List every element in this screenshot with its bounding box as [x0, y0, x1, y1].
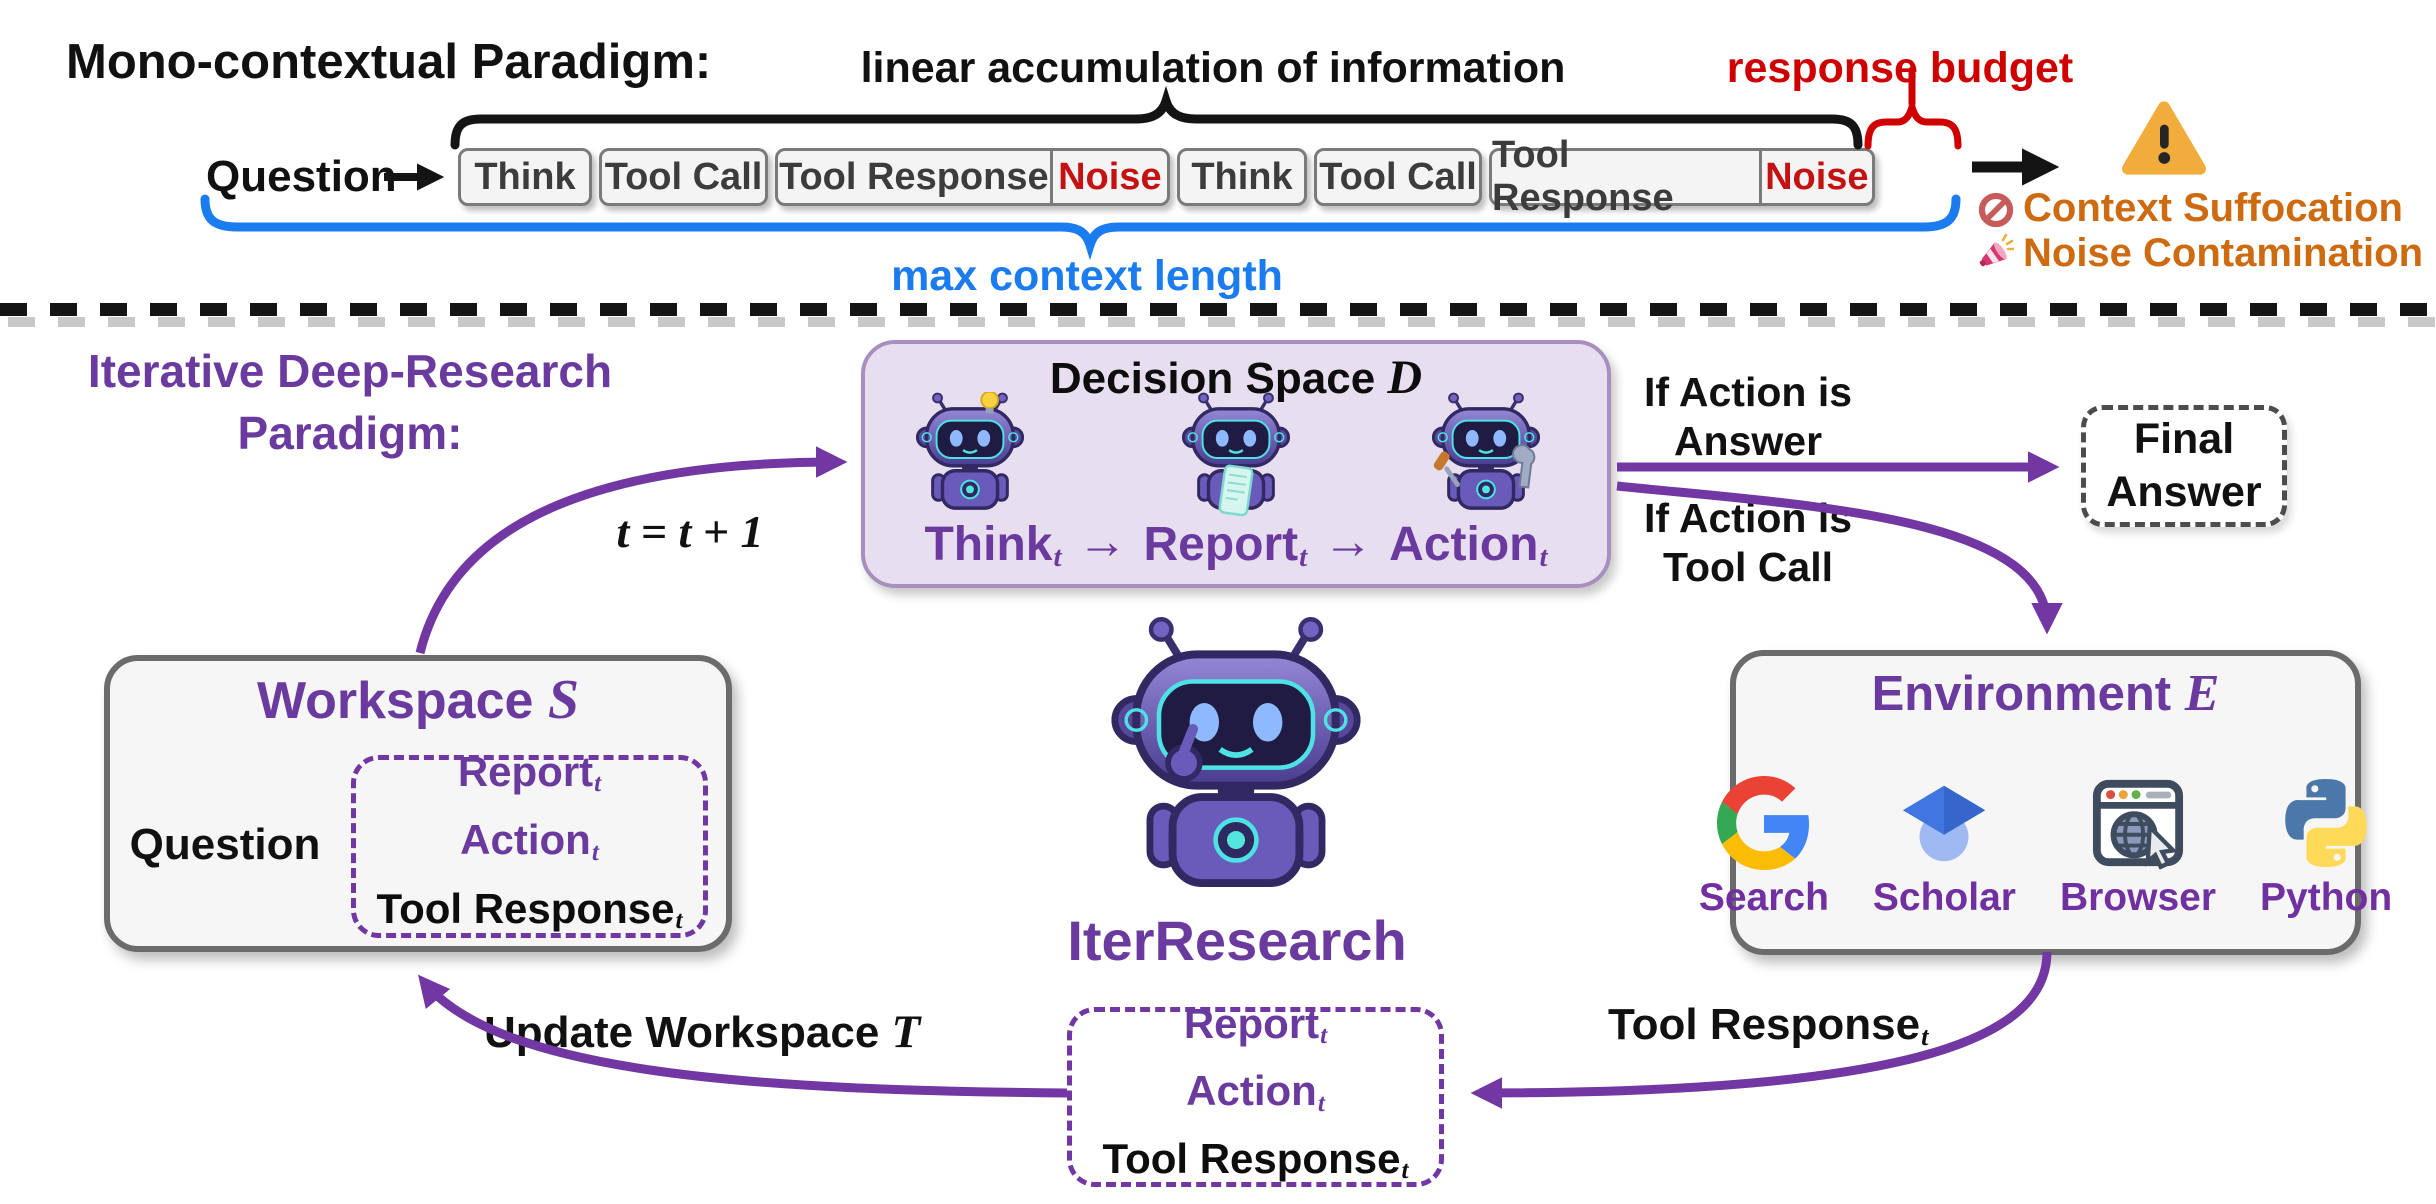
flow-arrow-icon: → [1077, 513, 1128, 569]
max-context-length-label: max context length [891, 252, 1283, 300]
iteration-counter-label: t = t + 1 [616, 506, 764, 557]
think-robot-icon [911, 392, 1029, 520]
sequence-box-tool-call: Tool Call [1314, 148, 1482, 206]
tool-search: Search [1699, 776, 1829, 920]
sequence-cell-noise: Noise [1049, 151, 1167, 203]
workspace-symbol: S [547, 669, 580, 731]
final-answer-box: Final Answer [2081, 405, 2287, 527]
iterative-paradigm-title-line1: Iterative Deep-Research [87, 345, 613, 397]
sequence-box-think: Think [458, 148, 592, 206]
section-divider [0, 303, 2436, 316]
decision-flow-line: Thinkt → Reportt → Actiont [861, 513, 1611, 574]
decision-space-title: Decision Space D [861, 350, 1611, 405]
update-workspace-label: Update Workspace T [484, 1006, 921, 1058]
sequence-cell-noise: Noise [1758, 151, 1872, 203]
response-budget-label: response budget [1726, 44, 2074, 92]
iterresearch-label: IterResearch [1067, 909, 1407, 972]
tool-response-edge-label: Tool Responset [1608, 1000, 1929, 1051]
google-search-icon [1716, 776, 1809, 870]
context-suffocation-label: Context Suffocation [2023, 186, 2403, 230]
flow-action: Actiont [1389, 518, 1548, 574]
workspace-action-item: Actiont [460, 816, 599, 866]
tool-browser: Browser [2060, 776, 2216, 920]
workspace-report-item: Reportt [457, 747, 602, 798]
tool-browser-label: Browser [2059, 876, 2217, 919]
environment-tools-row: Search Scholar Browser [1699, 776, 2392, 920]
sequence-box-tool-response-noise: Tool Response Noise [1489, 134, 1875, 219]
tool-search-label: Search [1698, 876, 1829, 919]
round-output-box: Reportt Actiont Tool Responset [1067, 1000, 1444, 1187]
workspace-box [104, 655, 732, 952]
sequence-cell-tool-response: Tool Response [779, 155, 1049, 198]
environment-symbol: E [2184, 665, 2220, 722]
decision-space-title-text: Decision Space [1049, 354, 1376, 403]
decision-space-symbol: D [1387, 351, 1423, 404]
workspace-question-label: Question [129, 820, 321, 869]
report-robot-icon [1177, 392, 1295, 517]
workspace-state-box: Reportt Actiont Tool Responset [351, 748, 708, 938]
tool-scholar-label: Scholar [1872, 876, 2016, 919]
google-scholar-icon [1903, 785, 1986, 862]
environment-title-text: Environment [1871, 667, 2172, 721]
environment-title: Environment E [1730, 664, 2361, 723]
megaphone-icon [1979, 233, 2014, 267]
action-robot-icon [1427, 392, 1545, 520]
final-answer-line2: Answer [2106, 468, 2262, 516]
sequence-box-tool-call: Tool Call [599, 148, 768, 206]
tool-python-label: Python [2260, 876, 2393, 919]
workspace-title-text: Workspace [256, 672, 534, 730]
section-divider-shadow [8, 317, 2436, 327]
final-answer-line1: Final [2133, 415, 2235, 463]
tool-python: Python [2260, 776, 2392, 920]
no-entry-icon [1978, 192, 2014, 228]
buffer-tool-response-item: Tool Responset [1102, 1134, 1409, 1185]
buffer-report-item: Reportt [1183, 999, 1328, 1050]
flow-report: Reportt [1143, 518, 1308, 574]
sequence-box-tool-response-noise: Tool Response Noise [775, 148, 1170, 206]
iterresearch-robot-icon [1100, 600, 1372, 908]
question-label: Question [206, 152, 397, 201]
flow-think: Thinkt [924, 518, 1062, 574]
noise-contamination-label: Noise Contamination [2023, 231, 2424, 275]
sequence-box-think: Think [1177, 148, 1307, 206]
workspace-title: Workspace S [104, 668, 732, 732]
buffer-action-item: Actiont [1186, 1067, 1325, 1117]
tool-scholar: Scholar [1873, 776, 2016, 920]
workspace-tool-response-item: Tool Responset [376, 884, 683, 935]
linear-accumulation-label: linear accumulation of information [860, 44, 1566, 92]
environment-box [1730, 650, 2361, 955]
update-workspace-symbol: T [891, 1006, 921, 1058]
flow-arrow-icon: → [1323, 513, 1374, 569]
context-sequence-row: Think Tool Call Tool Response Noise Thin… [458, 134, 1875, 219]
python-icon [2285, 778, 2367, 868]
iterative-paradigm-title: Iterative Deep-Research Paradigm: [30, 340, 670, 464]
iterative-paradigm-title-line2: Paradigm: [237, 407, 463, 459]
mono-paradigm-title: Mono-contextual Paradigm: [66, 35, 712, 89]
browser-icon [2092, 779, 2184, 870]
sequence-cell-tool-response: Tool Response [1492, 134, 1674, 219]
warning-icon [2122, 101, 2206, 175]
